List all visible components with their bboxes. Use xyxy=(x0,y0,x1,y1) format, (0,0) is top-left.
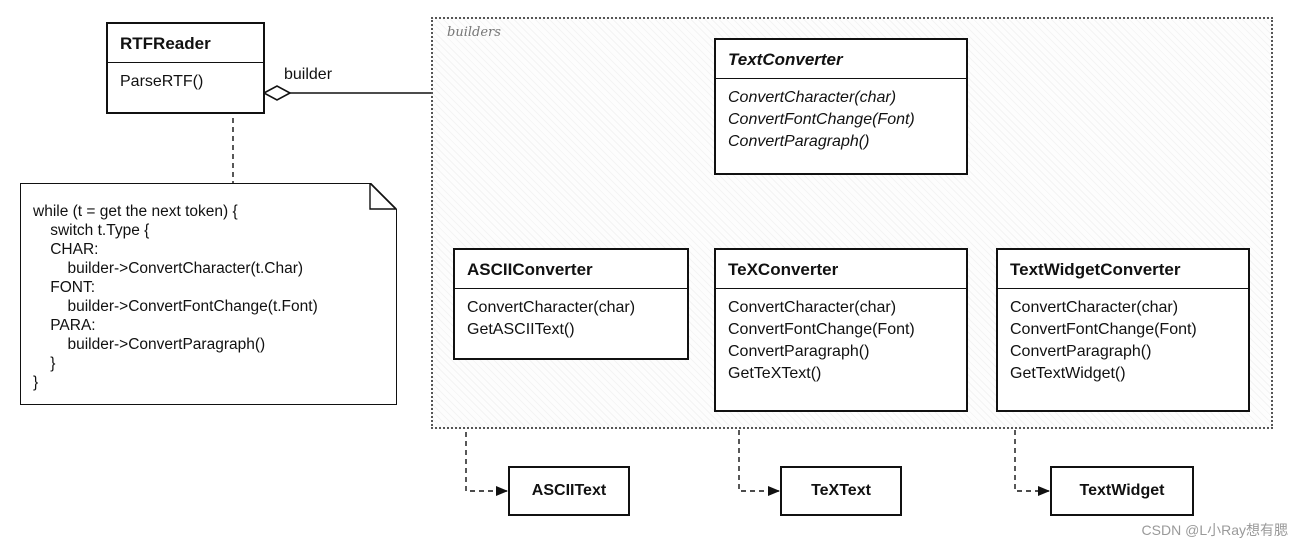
note-line: builder->ConvertFontChange(t.Font) xyxy=(33,298,318,315)
textext-product: TeXText xyxy=(780,466,902,516)
operation: GetTeXText() xyxy=(728,365,822,382)
class-name: TeXConverter xyxy=(716,250,966,289)
asciitext-product: ASCIIText xyxy=(508,466,630,516)
class-name: RTFReader xyxy=(108,24,263,63)
note-line: PARA: xyxy=(33,317,96,334)
class-name: TextWidgetConverter xyxy=(998,250,1248,289)
operation: ConvertCharacter(char) xyxy=(1010,299,1179,316)
note-folded-corner xyxy=(369,183,397,210)
operation: ConvertParagraph() xyxy=(728,343,870,360)
dependency-textwidget xyxy=(1014,412,1050,496)
operation: ConvertParagraph() xyxy=(728,133,870,150)
note-line: FONT: xyxy=(33,279,95,296)
dependency-ascii xyxy=(465,360,508,496)
class-name: ASCIIConverter xyxy=(455,250,687,289)
operation: ConvertFontChange(Font) xyxy=(728,111,915,128)
operation: ConvertCharacter(char) xyxy=(467,299,636,316)
operation: ConvertCharacter(char) xyxy=(728,299,897,316)
aggregation-diamond xyxy=(262,85,292,101)
class-operations: ConvertCharacter(char) ConvertFontChange… xyxy=(716,79,966,157)
operation: ConvertCharacter(char) xyxy=(728,89,897,106)
operation: GetTextWidget() xyxy=(1010,365,1126,382)
textconverter-class: TextConverter ConvertCharacter(char) Con… xyxy=(714,38,968,175)
operation: ConvertParagraph() xyxy=(1010,343,1152,360)
pseudocode-note: while (t = get the next token) { switch … xyxy=(20,183,397,405)
note-line: while (t = get the next token) { xyxy=(33,203,238,220)
operation: GetASCIIText() xyxy=(467,321,575,338)
note-line: } xyxy=(33,374,39,391)
class-operations: ConvertCharacter(char) ConvertFontChange… xyxy=(998,289,1248,389)
operation: ParseRTF() xyxy=(120,73,204,90)
association-role-label: builder xyxy=(284,66,333,83)
texconverter-class: TeXConverter ConvertCharacter(char) Conv… xyxy=(714,248,968,412)
rtfreader-class: RTFReader ParseRTF() xyxy=(106,22,265,114)
watermark: CSDN @L小Ray想有腮 xyxy=(1141,522,1288,538)
class-operations: ParseRTF() xyxy=(108,63,263,97)
note-line: builder->ConvertCharacter(t.Char) xyxy=(33,260,304,277)
class-operations: ConvertCharacter(char) ConvertFontChange… xyxy=(716,289,966,389)
class-name: TextConverter xyxy=(716,40,966,79)
note-line: builder->ConvertParagraph() xyxy=(33,336,266,353)
note-line: } xyxy=(33,355,56,372)
note-line: switch t.Type { xyxy=(33,222,150,239)
package-label: builders xyxy=(447,25,501,40)
operation: ConvertFontChange(Font) xyxy=(1010,321,1197,338)
operation: ConvertFontChange(Font) xyxy=(728,321,915,338)
note-line: CHAR: xyxy=(33,241,99,258)
asciiconverter-class: ASCIIConverter ConvertCharacter(char) Ge… xyxy=(453,248,689,360)
textwidget-product: TextWidget xyxy=(1050,466,1194,516)
textwidgetconverter-class: TextWidgetConverter ConvertCharacter(cha… xyxy=(996,248,1250,412)
class-operations: ConvertCharacter(char) GetASCIIText() xyxy=(455,289,687,345)
